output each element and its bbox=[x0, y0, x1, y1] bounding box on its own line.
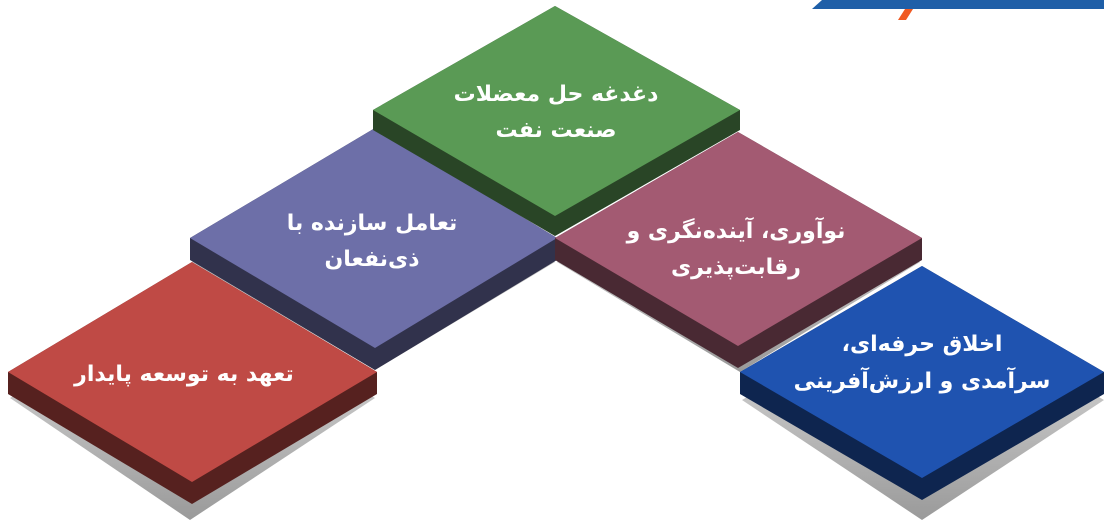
tile-oil-industry-problems: دغدغه حل معضلات صنعت نفت bbox=[373, 6, 740, 236]
tile-label-line-1: تعهد به توسعه پایدار bbox=[73, 362, 294, 387]
tile-label-line-1: دغدغه حل معضلات bbox=[454, 82, 659, 107]
tile-label-line-2: صنعت نفت bbox=[496, 118, 617, 143]
corner-banner bbox=[812, 0, 1104, 20]
tile-top-face bbox=[555, 132, 922, 346]
tile-professional-ethics: اخلاق حرفه‌ای، سرآمدی و ارزش‌آفرینی bbox=[740, 266, 1104, 520]
tile-label-line-1: نوآوری، آینده‌نگری و bbox=[626, 216, 846, 244]
tile-label-line-1: اخلاق حرفه‌ای، bbox=[842, 332, 1003, 357]
tile-label-line-2: رقابت‌پذیری bbox=[671, 255, 801, 280]
tile-label-line-2: سرآمدی و ارزش‌آفرینی bbox=[794, 366, 1051, 394]
tile-label-line-2: ذی‌نفعان bbox=[324, 247, 419, 272]
corner-banner-blue bbox=[812, 0, 1104, 9]
corner-banner-orange-accent bbox=[898, 9, 913, 20]
tile-innovation-competitiveness: نوآوری، آینده‌نگری و رقابت‌پذیری bbox=[555, 132, 922, 372]
tile-top-face bbox=[8, 262, 377, 482]
tile-top-face bbox=[373, 6, 740, 216]
tile-sustainable-development: تعهد به توسعه پایدار bbox=[8, 262, 377, 520]
tile-top-face bbox=[740, 266, 1104, 478]
tile-label-line-1: تعامل سازنده با bbox=[287, 211, 458, 236]
